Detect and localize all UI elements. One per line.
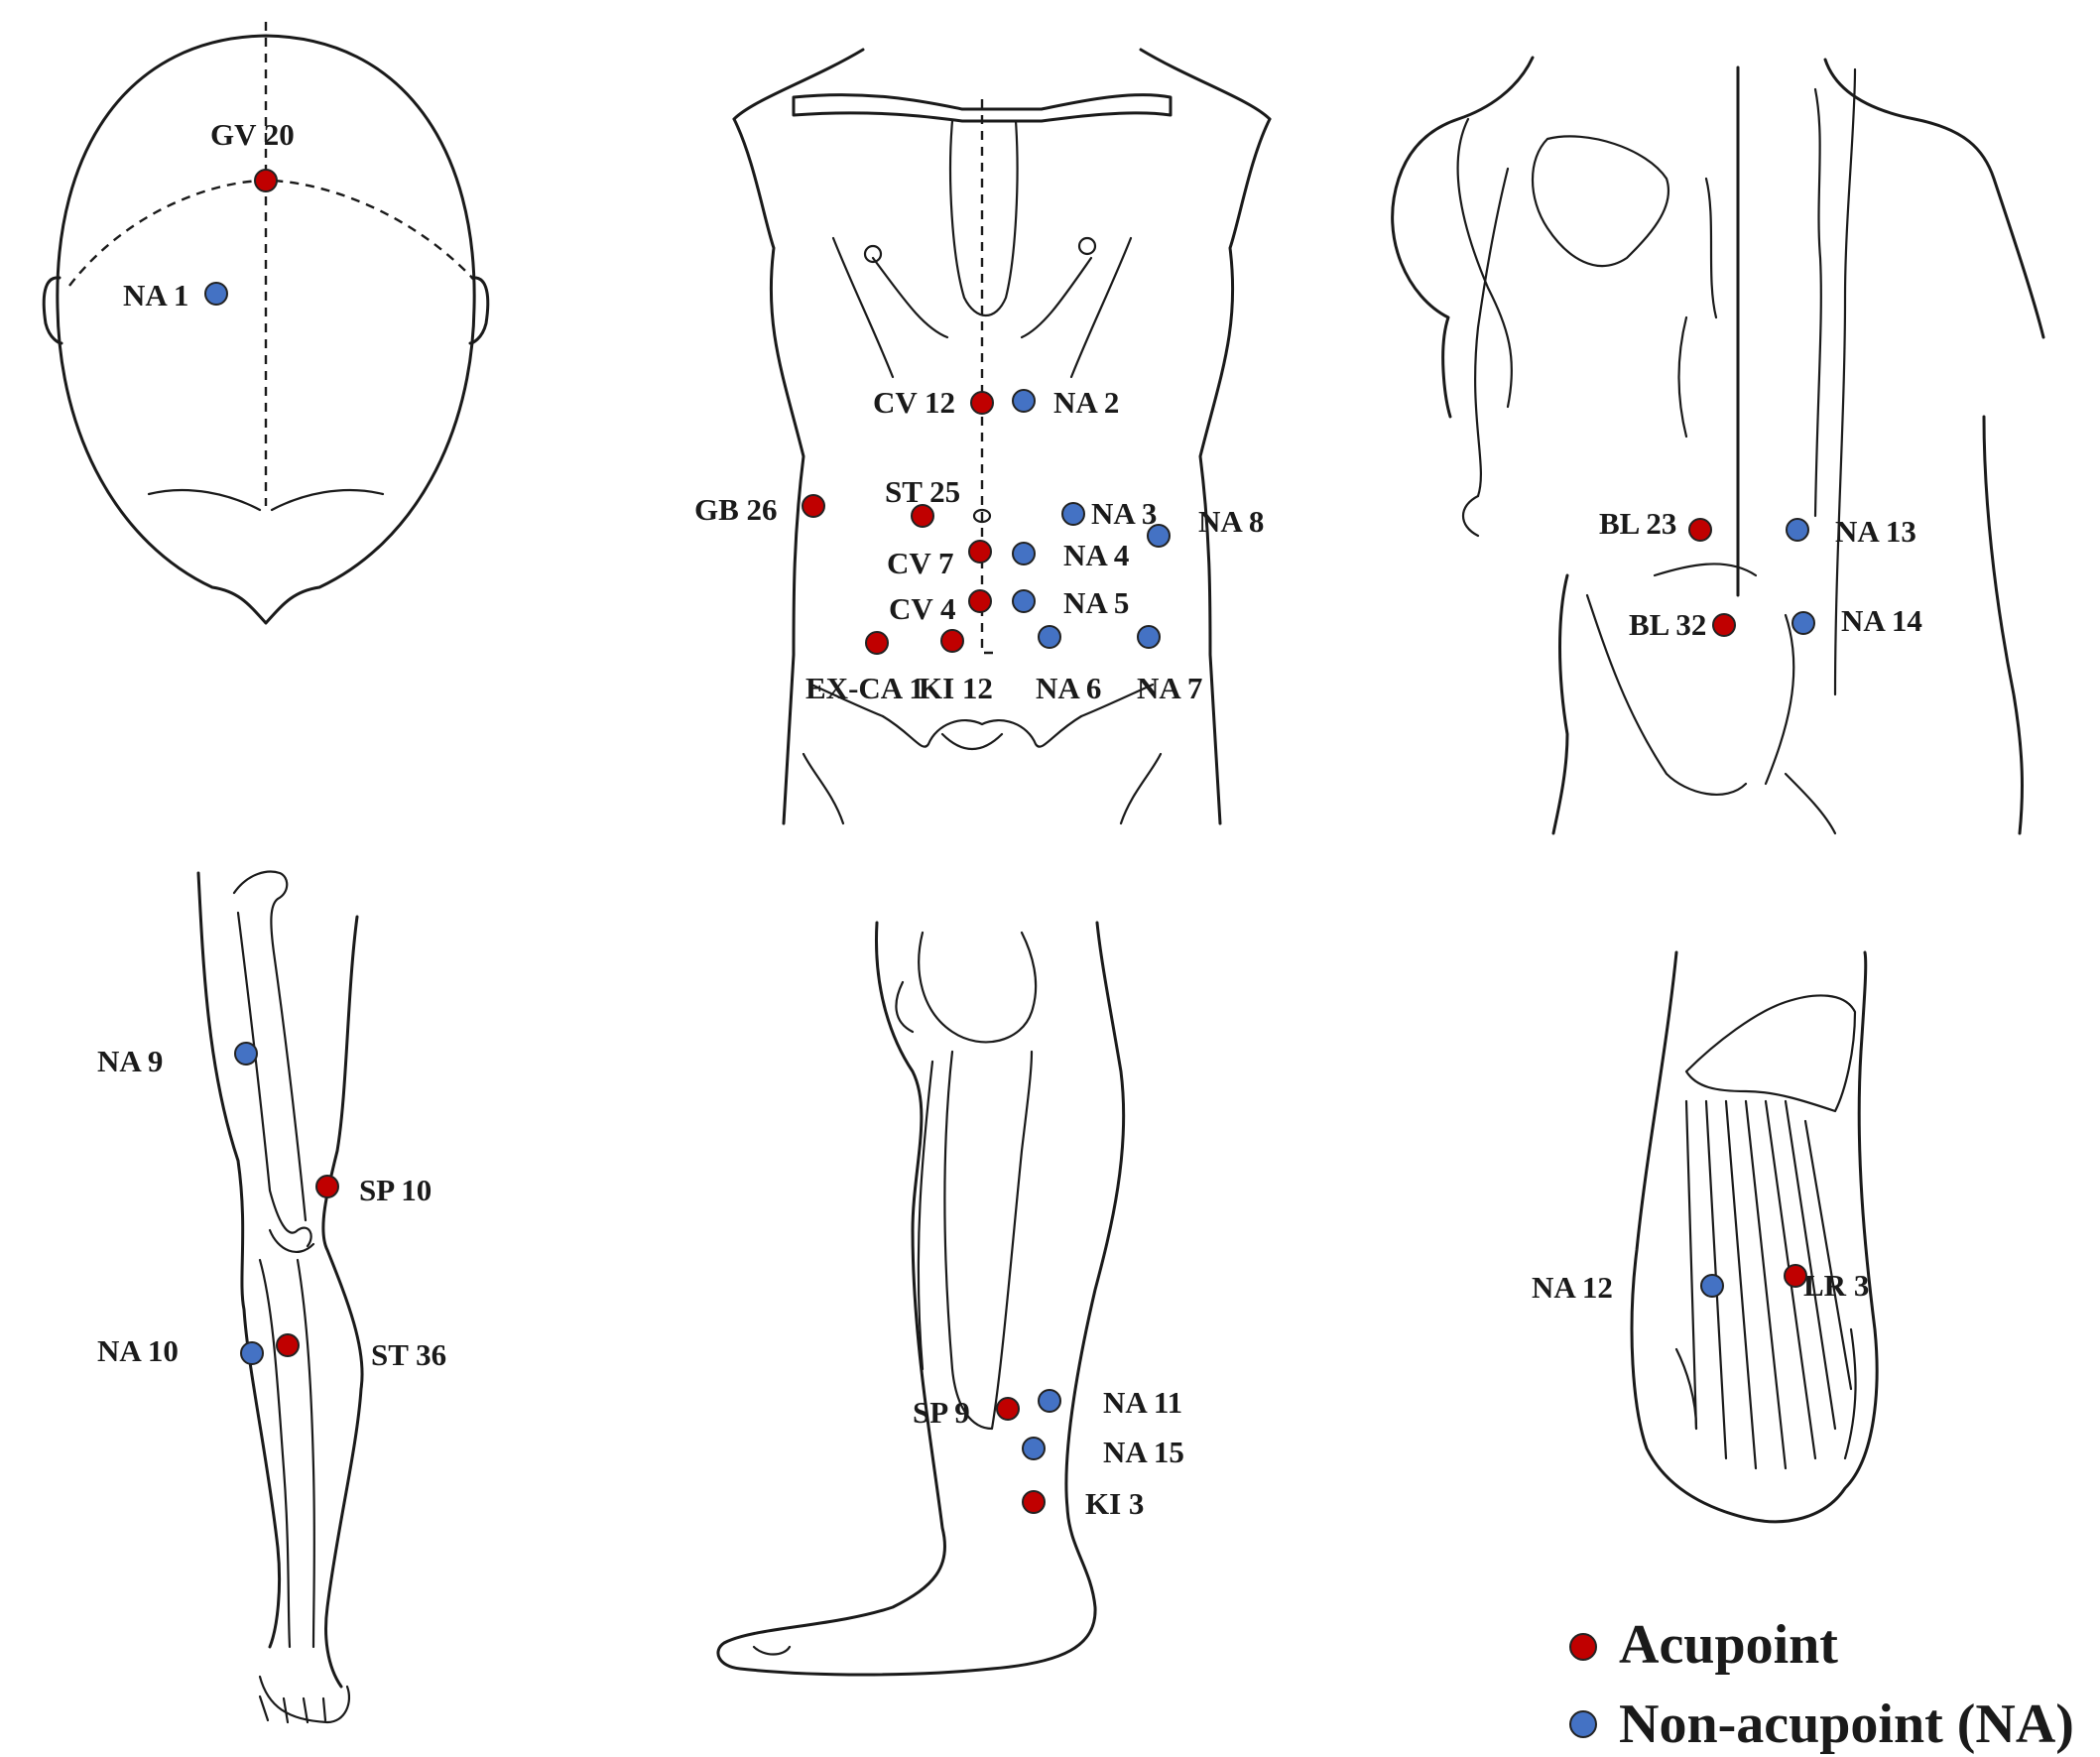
label-na4: NA 4 [1063, 538, 1129, 572]
legend: Acupoint Non-acupoint (NA) [1569, 1614, 2074, 1755]
legend-non-acupoint-swatch [1569, 1710, 1597, 1738]
marker-na10 [240, 1341, 264, 1365]
label-bl23: BL 23 [1599, 506, 1676, 541]
marker-cv4 [968, 589, 992, 613]
marker-st36 [276, 1333, 300, 1357]
marker-na4 [1012, 542, 1036, 565]
marker-na15 [1022, 1437, 1046, 1460]
legend-non-acupoint-label: Non-acupoint (NA) [1619, 1694, 2074, 1755]
label-st25: ST 25 [885, 474, 960, 509]
label-exca1: EX-CA 1 [805, 671, 925, 705]
legend-acupoint-label: Acupoint [1619, 1614, 1838, 1676]
marker-ki3 [1022, 1490, 1046, 1514]
marker-na8 [1147, 524, 1171, 548]
marker-na3 [1061, 502, 1085, 526]
marker-na7 [1137, 625, 1161, 649]
legend-acupoint-swatch [1569, 1633, 1597, 1661]
abdomen-illustration [732, 48, 1272, 825]
label-na6: NA 6 [1036, 671, 1101, 705]
head-illustration [42, 22, 490, 625]
marker-na5 [1012, 589, 1036, 613]
lower-leg-side-illustration [716, 921, 1126, 1677]
label-na8: NA 8 [1198, 504, 1264, 539]
label-cv12: CV 12 [873, 385, 955, 420]
leg-front-illustration [196, 870, 364, 1724]
marker-cv7 [968, 540, 992, 564]
marker-na11 [1038, 1389, 1061, 1413]
label-gb26: GB 26 [694, 492, 778, 527]
marker-na2 [1012, 389, 1036, 413]
label-ki12: KI 12 [919, 671, 993, 705]
label-na12: NA 12 [1532, 1270, 1613, 1305]
label-ki3: KI 3 [1085, 1486, 1144, 1521]
marker-lr3 [1784, 1264, 1807, 1288]
label-na13: NA 13 [1835, 514, 1916, 549]
label-na7: NA 7 [1137, 671, 1202, 705]
label-na1: NA 1 [123, 278, 188, 313]
marker-gv20 [254, 169, 278, 192]
marker-na14 [1791, 611, 1815, 635]
label-lr3: LR 3 [1803, 1268, 1869, 1303]
marker-ki12 [940, 629, 964, 653]
marker-bl32 [1712, 613, 1736, 637]
label-st36: ST 36 [371, 1337, 446, 1372]
label-na3: NA 3 [1091, 496, 1157, 531]
label-na2: NA 2 [1053, 385, 1119, 420]
label-sp10: SP 10 [359, 1173, 432, 1207]
label-na5: NA 5 [1063, 585, 1129, 620]
marker-na12 [1700, 1274, 1724, 1298]
label-cv4: CV 4 [889, 591, 955, 626]
marker-st25 [911, 504, 934, 528]
label-na11: NA 11 [1103, 1385, 1182, 1420]
marker-na13 [1786, 518, 1809, 542]
label-na15: NA 15 [1103, 1435, 1184, 1469]
label-cv7: CV 7 [887, 546, 953, 580]
marker-cv12 [970, 391, 994, 415]
back-illustration [1391, 56, 2045, 835]
marker-na1 [204, 282, 228, 306]
marker-na9 [234, 1042, 258, 1066]
marker-sp10 [315, 1175, 339, 1198]
marker-na6 [1038, 625, 1061, 649]
point-markers [204, 169, 1815, 1514]
label-gv20: GV 20 [210, 117, 295, 152]
marker-sp9 [996, 1397, 1020, 1421]
label-bl32: BL 32 [1629, 607, 1706, 642]
point-labels: GV 20 NA 1 CV 12 NA 2 GB 26 ST 25 NA 3 N… [97, 117, 1922, 1521]
label-sp9: SP 9 [913, 1395, 970, 1430]
foot-illustration [1630, 950, 1879, 1524]
marker-bl23 [1688, 518, 1712, 542]
marker-exca1 [865, 631, 889, 655]
label-na9: NA 9 [97, 1044, 163, 1078]
label-na10: NA 10 [97, 1333, 179, 1368]
marker-gb26 [802, 494, 825, 518]
label-na14: NA 14 [1841, 603, 1922, 638]
